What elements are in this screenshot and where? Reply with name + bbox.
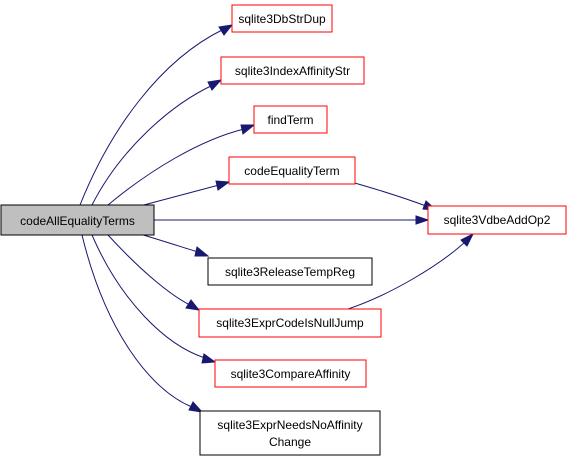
edge-arrowhead <box>460 232 475 247</box>
edge-arrowhead <box>207 79 223 91</box>
edge-root-to-compareaffinity <box>91 234 206 359</box>
node-label: sqlite3ExprCodeIsNullJump <box>216 316 364 330</box>
node-codeallequalityterms[interactable]: codeAllEqualityTerms <box>0 204 155 236</box>
node-label-line2: Change <box>269 435 311 449</box>
edge-root-to-exprcodeisnulljump <box>107 234 191 306</box>
edge-arrowhead <box>218 24 234 36</box>
edge-arrowhead <box>240 124 256 135</box>
node-codeequalityterm[interactable]: codeEqualityTerm <box>228 156 356 185</box>
node-label: sqlite3DbStrDup <box>238 12 326 26</box>
edge-root-to-codeequalityterm <box>139 184 220 207</box>
edge-root-to-dbstrdup <box>79 28 225 206</box>
edge-arrowhead <box>185 299 201 311</box>
node-label: sqlite3ReleaseTempReg <box>225 265 355 279</box>
node-label: sqlite3VdbeAddOp2 <box>444 213 551 227</box>
edge-root-to-exprneedsnoaffinitychange <box>81 234 193 408</box>
edge-root-to-releasetempreg <box>139 233 199 253</box>
edge-root-to-findterm <box>107 128 245 206</box>
node-label: findTerm <box>267 113 313 127</box>
node-sqlite3exprcodeisnulljump[interactable]: sqlite3ExprCodeIsNullJump <box>198 308 382 338</box>
edge-codeequalityterm-to-vdbeaddop2 <box>343 179 427 207</box>
edges <box>79 24 475 413</box>
node-findterm[interactable]: findTerm <box>253 105 328 134</box>
node-sqlite3vdbeaddop2[interactable]: sqlite3VdbeAddOp2 <box>427 205 567 235</box>
node-sqlite3releasetempreg[interactable]: sqlite3ReleaseTempReg <box>207 257 373 286</box>
node-label-line1: sqlite3ExprNeedsNoAffinity <box>217 418 362 432</box>
node-label: sqlite3IndexAffinityStr <box>235 64 350 78</box>
node-sqlite3dbstrdup[interactable]: sqlite3DbStrDup <box>231 4 333 33</box>
edge-arrowhead <box>188 401 204 413</box>
edge-arrowhead <box>201 353 217 364</box>
edge-exprcodeisnulljump-to-vdbeaddop2 <box>347 241 466 310</box>
node-sqlite3compareaffinity[interactable]: sqlite3CompareAffinity <box>214 359 367 388</box>
node-sqlite3exprneedsnoaffinitychange[interactable]: sqlite3ExprNeedsNoAffinity Change <box>199 410 381 456</box>
node-label: codeEqualityTerm <box>244 164 339 178</box>
edge-arrowhead <box>215 180 231 191</box>
node-sqlite3indexaffinitystr[interactable]: sqlite3IndexAffinityStr <box>220 56 365 85</box>
edge-root-to-indexaffinitystr <box>91 84 214 206</box>
node-label: codeAllEqualityTerms <box>20 214 135 228</box>
edge-arrowhead <box>194 246 210 257</box>
edge-arrowhead <box>415 215 430 225</box>
node-label: sqlite3CompareAffinity <box>231 367 351 381</box>
